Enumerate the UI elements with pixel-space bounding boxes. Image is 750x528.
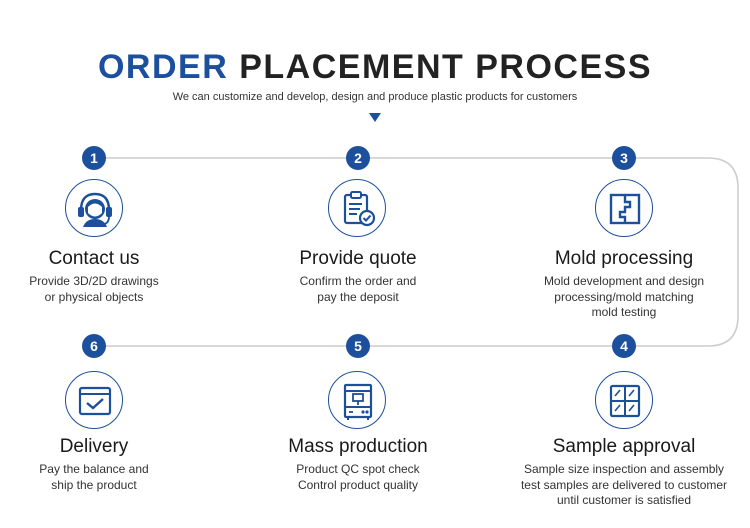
step-number-3: 3 [612, 146, 636, 170]
step-number-5: 5 [346, 334, 370, 358]
sample-grid-icon [609, 384, 641, 418]
step-icon-frame-5 [328, 371, 386, 429]
page-subtitle: We can customize and develop, design and… [172, 91, 578, 103]
page-title: ORDER PLACEMENT PROCESS [0, 47, 750, 87]
step-title-1: Contact us [48, 248, 140, 269]
clipboard-check-icon [343, 191, 376, 227]
step-title-5: Mass production [288, 436, 428, 457]
production-machine-icon [343, 383, 373, 420]
title-accent: ORDER [97, 48, 229, 86]
title-main: PLACEMENT PROCESS [239, 48, 652, 86]
step-number-4: 4 [612, 334, 636, 358]
step-title-6: Delivery [59, 436, 129, 457]
step-desc-4: Sample size inspection and assembly test… [520, 462, 728, 507]
step-desc-2: Confirm the order and pay the deposit [299, 274, 417, 304]
step-title-4: Sample approval [552, 436, 696, 457]
step-number-1: 1 [82, 146, 106, 170]
step-desc-6: Pay the balance and ship the product [39, 462, 149, 492]
step-icon-frame-3 [595, 179, 653, 237]
delivery-window-icon [78, 386, 112, 416]
mold-icon [609, 193, 641, 225]
headset-agent-icon [78, 192, 112, 227]
step-icon-frame-4 [595, 371, 653, 429]
step-desc-1: Provide 3D/2D drawings or physical objec… [29, 274, 159, 304]
step-title-2: Provide quote [299, 248, 417, 269]
step-number-2: 2 [346, 146, 370, 170]
step-number-6: 6 [82, 334, 106, 358]
step-icon-frame-1 [65, 179, 123, 237]
step-icon-frame-6 [65, 371, 123, 429]
step-desc-5: Product QC spot check Control product qu… [296, 462, 420, 492]
step-desc-3: Mold development and design processing/m… [543, 274, 705, 319]
step-title-3: Mold processing [554, 248, 694, 269]
step-icon-frame-2 [328, 179, 386, 237]
arrow-down-icon [369, 113, 381, 122]
